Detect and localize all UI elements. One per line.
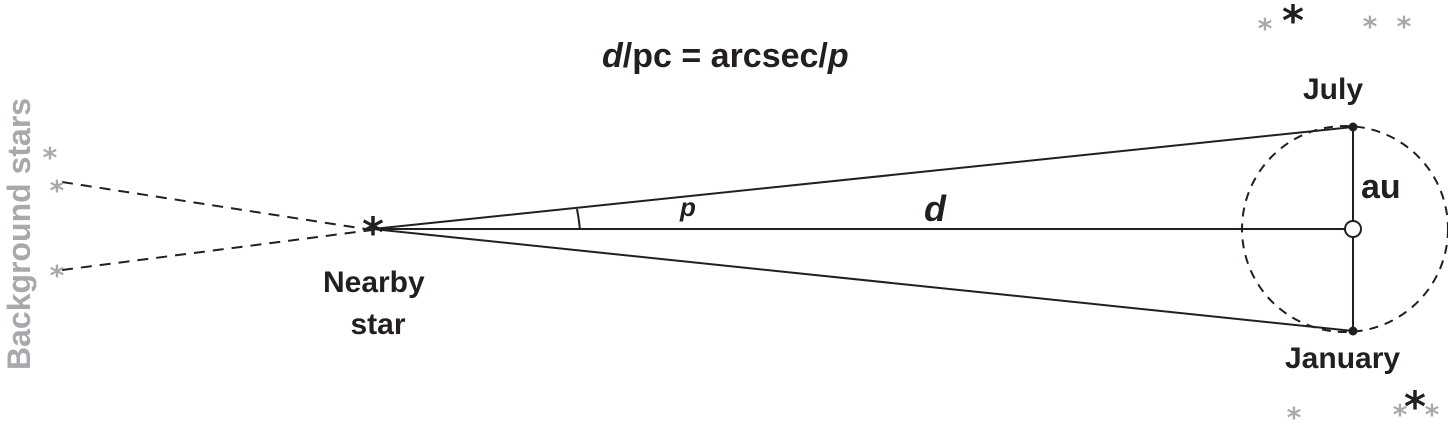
background-star-icon: *: [50, 259, 65, 292]
sight-line-january: [372, 228, 1354, 332]
nearby-star-icon: *: [362, 208, 384, 257]
background-star-icon: *: [1397, 10, 1412, 43]
background-star-icon: *: [1287, 401, 1302, 434]
label-january: January: [1285, 342, 1400, 375]
dashed-sight-line-upper: [61, 181, 373, 231]
background-star-dark-icon: *: [1282, 0, 1304, 45]
background-stars-label: Background stars: [1, 98, 37, 370]
earth-july-dot: [1348, 122, 1358, 132]
label-nearby-line1: Nearby: [323, 266, 425, 299]
formula: d/pc = arcsec/p: [602, 37, 849, 75]
formula-d: d: [602, 37, 624, 75]
background-star-icon: *: [1393, 398, 1408, 431]
background-star-icon: *: [1363, 10, 1378, 43]
background-star-icon: *: [1258, 12, 1273, 45]
sight-line-july: [372, 126, 1354, 230]
label-au: au: [1361, 168, 1401, 206]
label-july: July: [1303, 73, 1363, 106]
label-nearby-star: Nearby star: [323, 266, 433, 341]
label-d: d: [924, 188, 947, 229]
earth-january-dot: [1348, 326, 1358, 336]
label-p: p: [679, 192, 696, 222]
formula-p: p: [827, 37, 849, 75]
formula-middle: /pc = arcsec/: [623, 37, 829, 75]
label-nearby-line2: star: [350, 308, 405, 341]
background-star-dark-icon: *: [1404, 382, 1426, 431]
sun-marker: [1344, 220, 1362, 238]
background-star-icon: *: [1425, 398, 1440, 431]
background-star-icon: *: [50, 174, 65, 207]
background-star-icon: *: [43, 141, 58, 174]
dashed-sight-line-lower: [61, 229, 373, 271]
parallax-angle-arc: [576, 208, 581, 231]
